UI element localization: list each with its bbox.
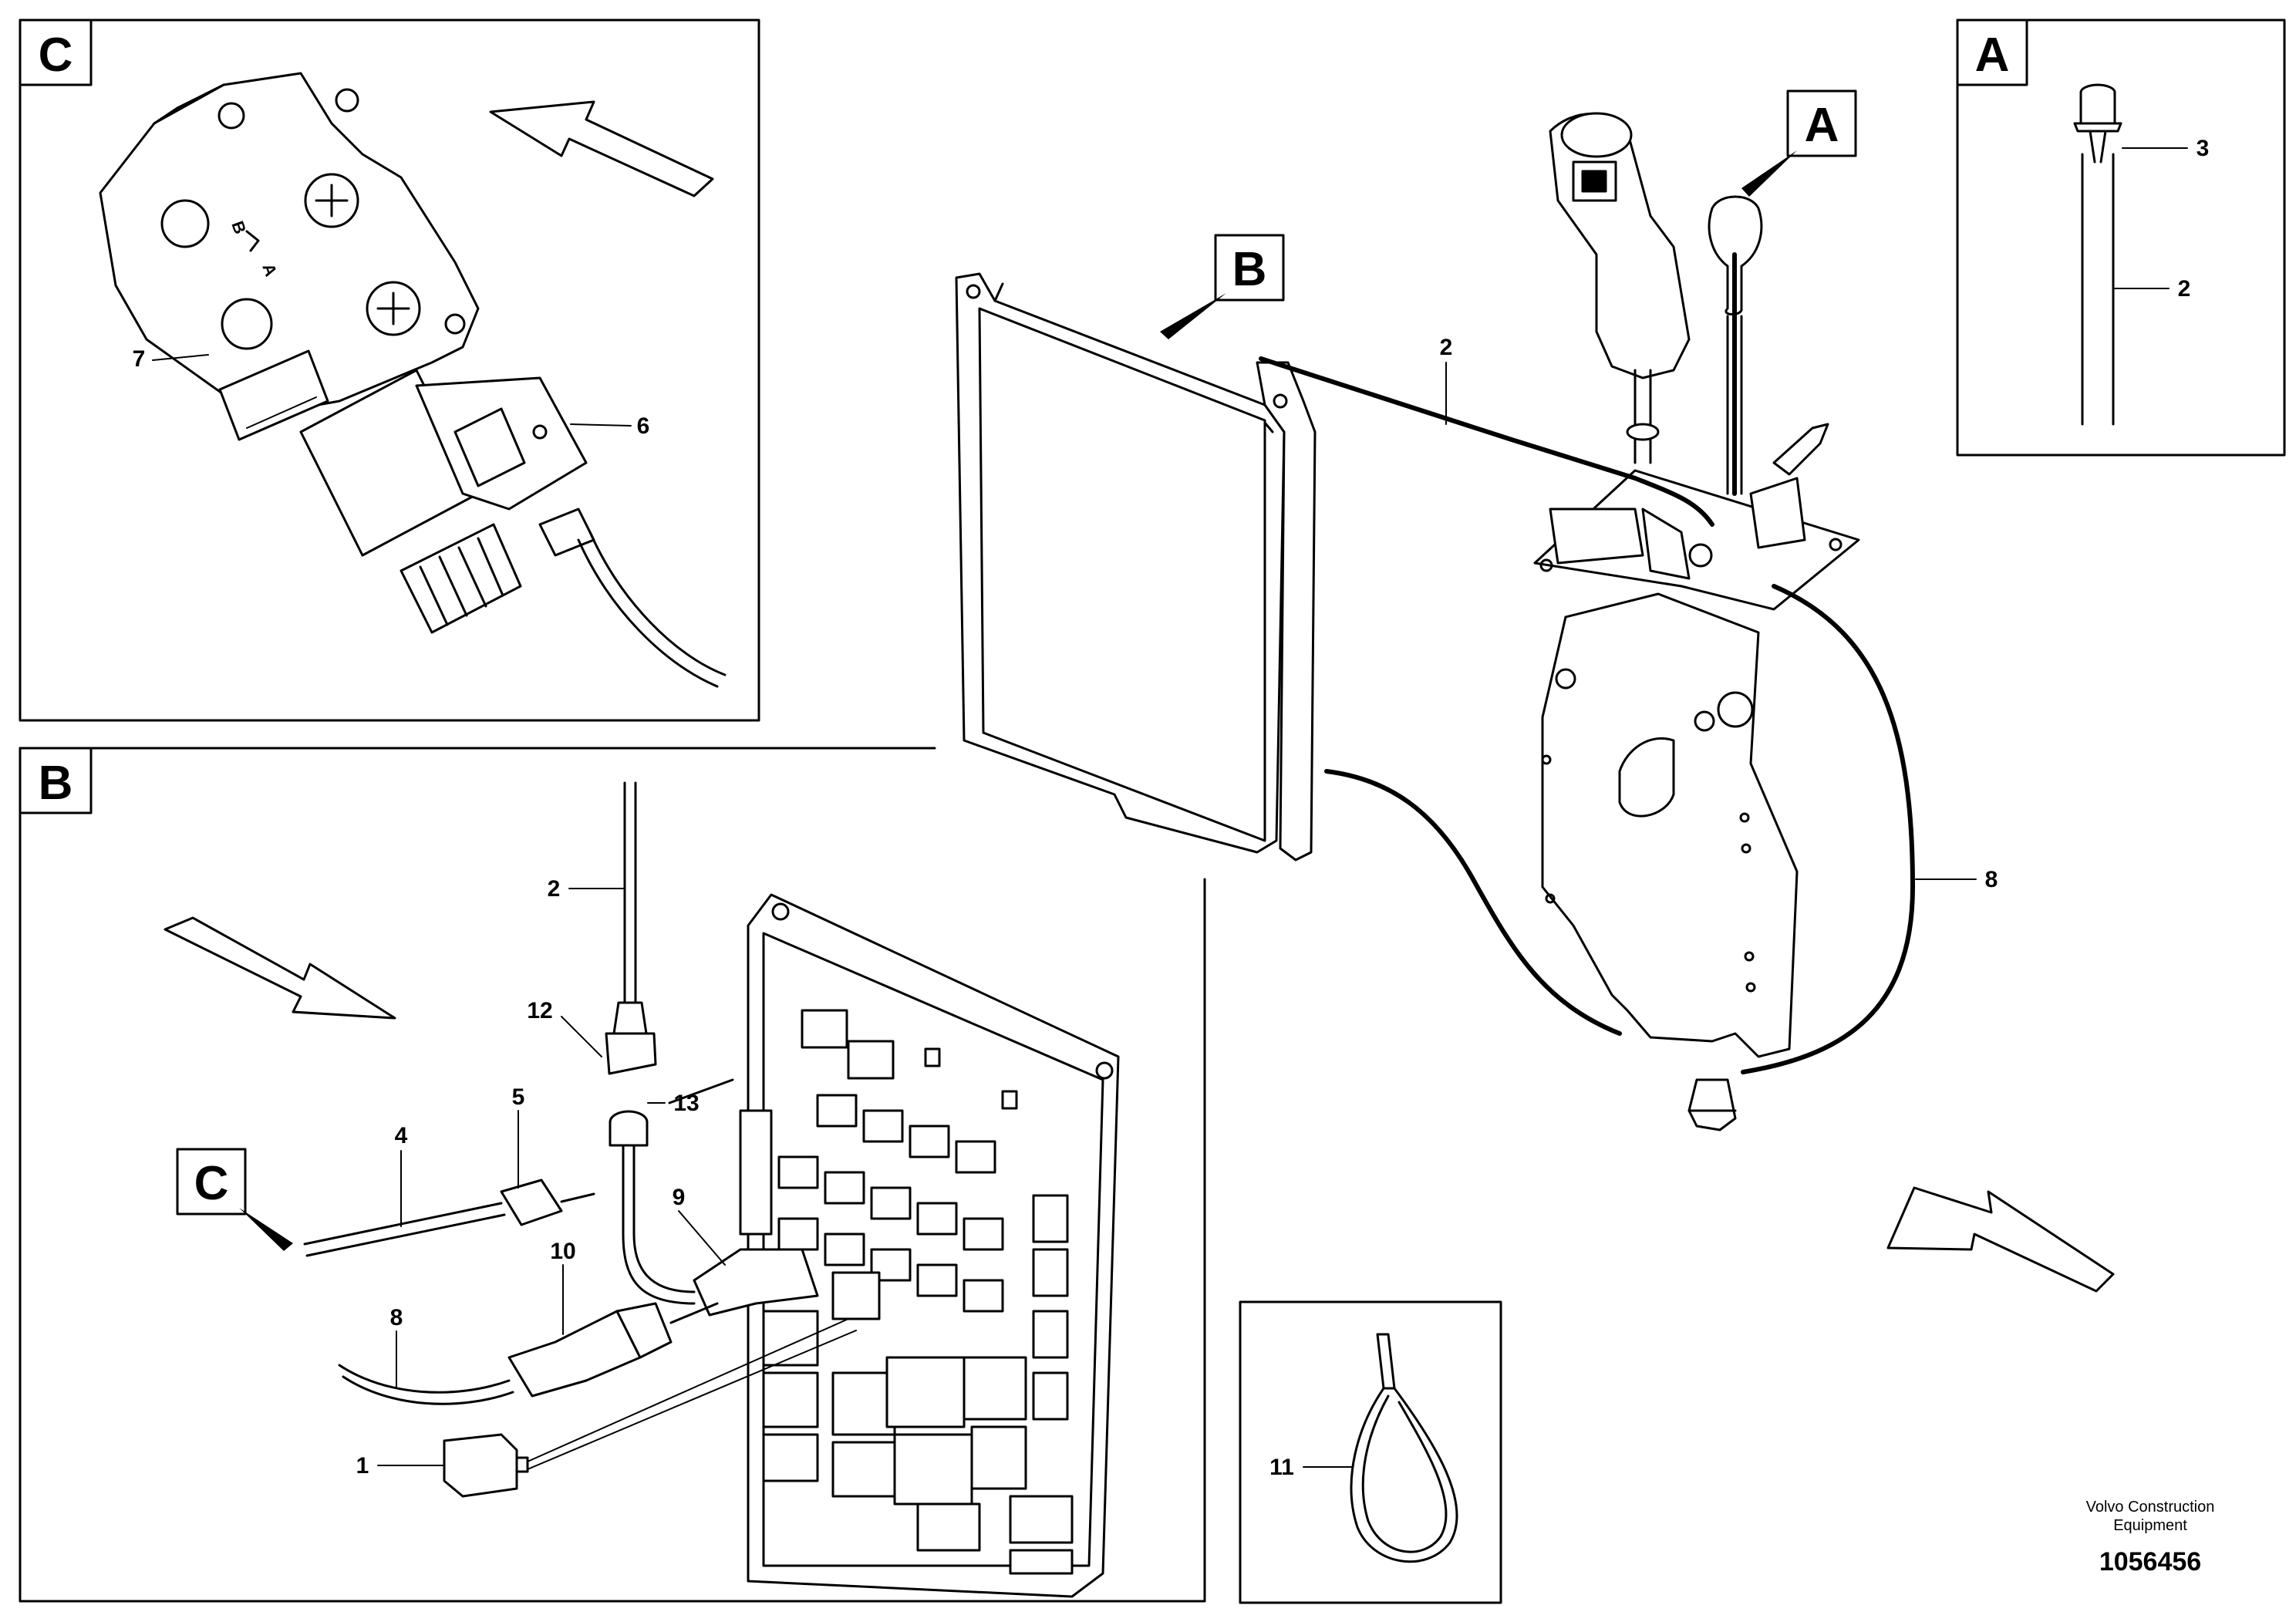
callout-2-detail-a: 2 [2178,276,2191,302]
callout-1: 1 [356,1453,369,1479]
item-4-cable [303,1179,595,1257]
callout-5: 5 [512,1084,525,1110]
cover-plate [955,272,1317,862]
callout-8-detail-b: 8 [390,1305,403,1330]
cable-2-main [1259,356,1714,527]
view-c-marker-pointer [239,1208,293,1251]
view-b-marker-label: B [1232,243,1267,296]
leader-7 [152,354,209,361]
cable-2-detail [605,781,734,1104]
ecu-board-drawing [739,893,1120,1598]
item-3-plug-drawing [2073,83,2122,426]
callout-9: 9 [673,1185,686,1210]
detail-b-label: B [39,757,73,810]
detail-c-label: C [39,29,73,82]
publisher-line-2: Equipment [2113,1517,2187,1534]
callout-11: 11 [1269,1455,1294,1480]
callout-8-main: 8 [1985,867,1998,892]
view-c-marker-box [176,1148,247,1216]
leader-12 [561,1016,602,1057]
callout-10: 10 [550,1239,575,1264]
leader-9 [678,1210,726,1266]
callout-6: 6 [637,413,650,439]
detail-b-panel: B C [19,747,1206,1603]
callout-4: 4 [395,1123,408,1148]
cable-8-main [1324,584,1915,1074]
flow-arrow-c [489,100,714,197]
item-1-relay [443,1318,857,1498]
item-13-cable [609,1110,819,1317]
view-a-marker-label: A [1805,99,1839,152]
callout-13: 13 [673,1091,699,1116]
item-11-panel: 11 [1239,1300,1502,1604]
callout-3: 3 [2197,136,2210,161]
detail-a-label: A [1975,29,2010,82]
detail-a-panel: A 3 2 [1956,19,2286,457]
flow-arrow-main [1886,1186,2115,1293]
main-assembly-view: B A [955,89,2115,1293]
solenoid-valve-drawing: B A [99,72,727,688]
control-lever-assembly [1533,112,1860,1131]
view-c-marker-label: C [194,1157,229,1210]
footer: Volvo Construction Equipment 1056456 [2086,1499,2215,1576]
leader-6 [570,423,632,427]
flow-arrow-b [164,916,396,1020]
publisher-line-1: Volvo Construction [2086,1499,2215,1516]
callout-2-detail-b: 2 [548,876,561,902]
detail-c-panel: C B A [19,19,760,722]
callout-12: 12 [527,998,552,1023]
item-8-harness [338,1302,719,1405]
view-b-marker-pointer [1160,293,1226,339]
callout-2-main: 2 [1440,335,1453,360]
view-a-marker-pointer [1741,150,1797,197]
view-a-marker-box [1786,89,1857,157]
callout-7: 7 [133,346,146,372]
cable-tie-drawing [1350,1333,1458,1563]
document-number: 1056456 [2099,1547,2201,1576]
view-b-marker-box [1214,234,1285,302]
